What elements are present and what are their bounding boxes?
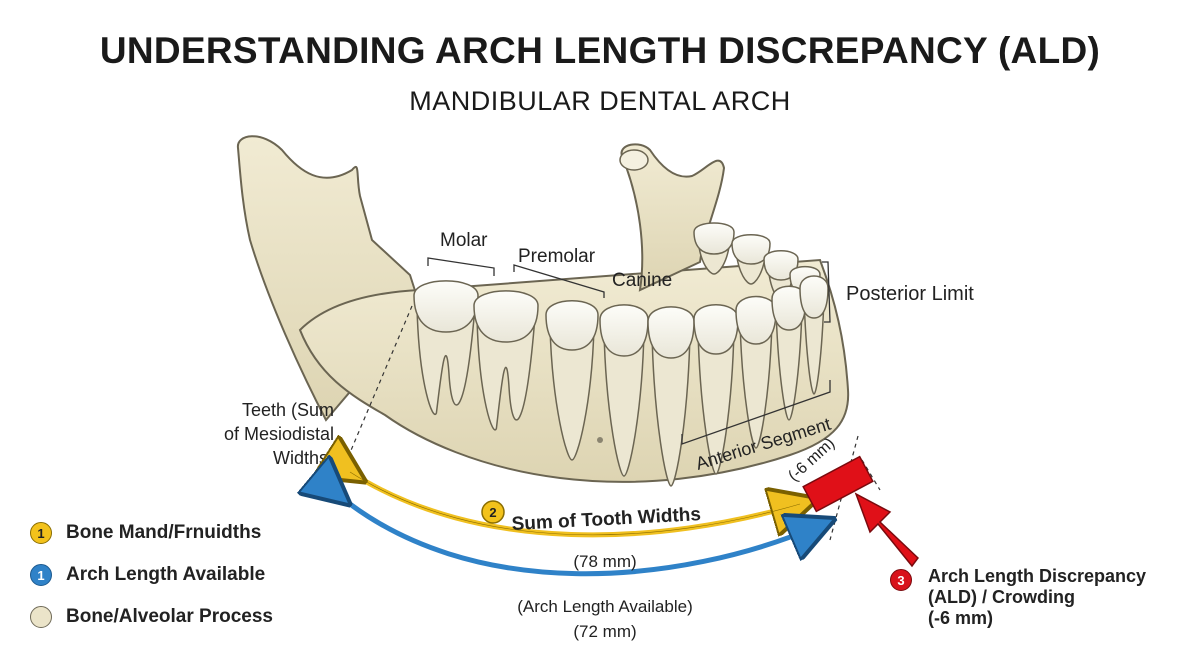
ald-line-3: (-6 mm) [928,608,994,628]
molar-label: Molar [440,230,488,251]
legend-item-blue: 1 Arch Length Available [30,554,273,596]
legend-bone-swatch [30,606,52,628]
legend-blue-badge: 1 [30,564,52,586]
back-tooth [731,234,771,285]
tooth [545,299,599,461]
legend-yellow-badge: 1 [30,522,52,544]
svg-text:of Mesiodistal: of Mesiodistal [224,424,334,444]
legend-bone-label: Bone/Alveolar Process [66,606,273,627]
legend-yellow-label: Bone Mand/Frnuidths [66,522,262,543]
posterior-limit-label: Posterior Limit [846,283,974,305]
sum-of-widths-value: (78 mm) [573,552,636,571]
crowding-block [802,455,874,513]
ald-label: 3 Arch Length Discrepancy (ALD) / Crowdi… [890,566,1146,629]
ald-line-1: Arch Length Discrepancy [928,566,1147,586]
page-subtitle: MANDIBULAR DENTAL ARCH [409,86,791,116]
teeth-sum-label: Teeth (Sum of Mesiodistal Widths) [224,400,334,468]
tooth [473,290,539,431]
tooth [799,275,829,395]
legend-blue-label: Arch Length Available [66,564,266,585]
ald-red-arrow [854,492,920,568]
canine-label: Canine [612,270,672,291]
premolar-label: Premolar [518,246,596,267]
legend: 1 Bone Mand/Frnuidths 1 Arch Length Avai… [30,512,273,638]
page-title: UNDERSTANDING ARCH LENGTH DISCREPANCY (A… [99,30,1101,71]
svg-text:Widths): Widths) [273,448,334,468]
tooth [413,280,479,416]
ald-line-2: (ALD) / Crowding [928,587,1075,607]
arch-length-available-label: (Arch Length Available) [517,597,692,616]
arch-length-available-value: (72 mm) [573,622,636,641]
legend-item-yellow: 1 Bone Mand/Frnuidths [30,512,273,554]
svg-text:Teeth (Sum: Teeth (Sum [242,400,334,420]
sum-badge-number: 2 [489,505,496,520]
ald-badge: 3 [890,569,912,591]
tooth [735,295,777,449]
arch-length-available-arrow [336,493,818,577]
sum-badge [481,500,505,524]
back-tooth [693,222,735,275]
legend-item-bone: Bone/Alveolar Process [30,596,273,638]
tooth [771,285,807,421]
